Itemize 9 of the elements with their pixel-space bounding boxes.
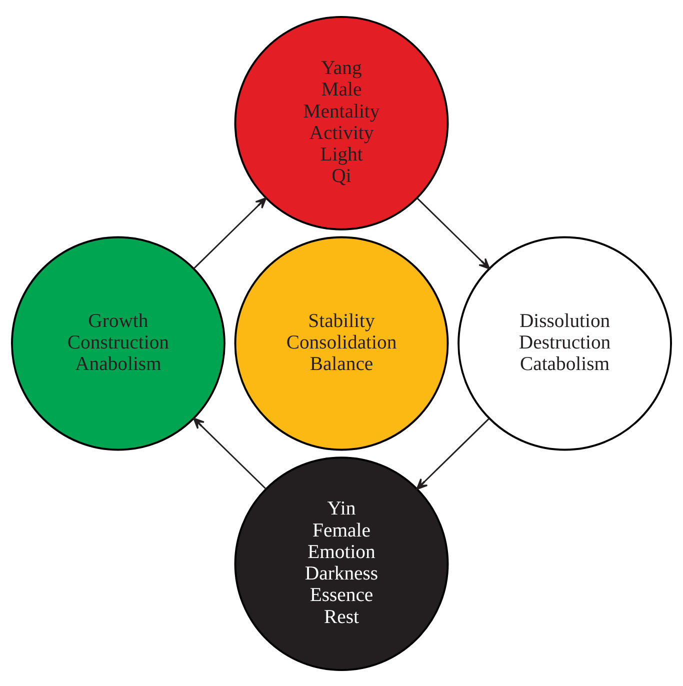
node-circle: Yang Male Mentality Activity Light Qi <box>234 15 449 230</box>
arrow <box>193 417 266 490</box>
arrow <box>416 417 490 490</box>
node-circle: Dissolution Destruction Catabolism <box>458 236 672 450</box>
arrow <box>416 197 490 269</box>
arrow <box>193 196 267 269</box>
node-circle: Growth Construction Anabolism <box>11 236 226 450</box>
node-circle: Stability Consolidation Balance <box>234 236 449 450</box>
node-circle: Yin Female Emotion Darkness Essence Rest <box>234 456 449 671</box>
